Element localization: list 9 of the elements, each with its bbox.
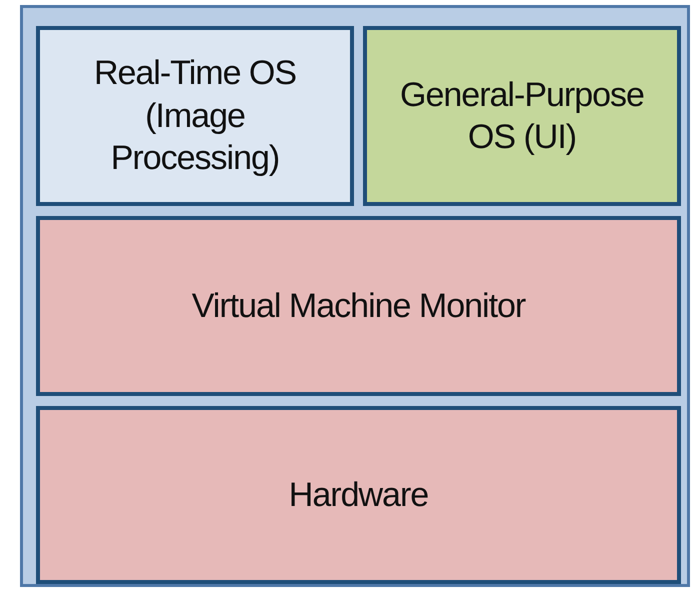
layer-label: General-Purpose OS (UI): [399, 74, 645, 158]
layer-box: [36, 26, 354, 206]
container-box: [20, 5, 690, 587]
layer-box: [363, 26, 681, 206]
layer-label: Virtual Machine Monitor: [192, 286, 526, 327]
layer-box: [36, 406, 681, 584]
layer-label: Hardware: [288, 474, 428, 516]
layer-label: Real-Time OS (Image Processing): [92, 53, 298, 180]
layer-box: [36, 216, 681, 396]
